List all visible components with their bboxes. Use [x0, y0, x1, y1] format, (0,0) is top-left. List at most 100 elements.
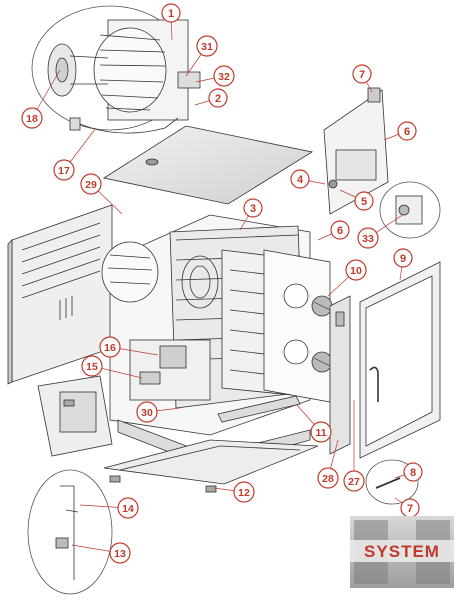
callout-circle-8	[403, 462, 423, 482]
callout-circle-4	[290, 169, 310, 189]
callout-28: 28	[317, 467, 339, 489]
callout-circle-32	[213, 65, 235, 87]
callout-circle-5	[354, 191, 374, 211]
callout-8: 8	[403, 462, 423, 482]
callout-label-5: 5	[361, 196, 367, 208]
small-part-detail	[365, 459, 419, 505]
hinge-bracket-top	[323, 87, 389, 215]
callout-9: 9	[393, 248, 413, 268]
callout-label-27: 27	[348, 476, 360, 488]
callout-label-6a: 6	[404, 126, 410, 138]
sensor-detail	[27, 469, 113, 595]
callout-1: 1	[161, 3, 181, 23]
callout-circle-29	[80, 173, 102, 195]
callout-label-32: 32	[218, 71, 230, 83]
fan-middle	[101, 241, 219, 309]
callout-label-7b: 7	[407, 503, 413, 515]
callout-circle-18	[21, 107, 43, 129]
callout-3: 3	[243, 198, 263, 218]
left-side-panel	[7, 204, 113, 385]
callout-label-10: 10	[350, 265, 362, 277]
callout-circle-10	[345, 259, 367, 281]
control-board	[37, 375, 113, 457]
callout-29: 29	[80, 173, 102, 195]
callout-circle-14	[117, 497, 139, 519]
callout-circle-12	[233, 481, 255, 503]
callout-label-8: 8	[410, 467, 416, 479]
callout-circle-15	[81, 355, 103, 377]
callout-label-7a: 7	[359, 69, 365, 81]
callout-label-18: 18	[26, 113, 38, 125]
callout-label-9: 9	[400, 253, 406, 265]
callout-circle-16	[99, 336, 121, 358]
callout-2: 2	[208, 88, 228, 108]
system-logo-icon: SYSTEM	[350, 516, 454, 588]
callout-circle-13	[109, 542, 131, 564]
callout-circle-28	[317, 467, 339, 489]
callout-label-2: 2	[215, 93, 221, 105]
callout-15: 15	[81, 355, 103, 377]
callout-circle-6b	[330, 220, 350, 240]
callout-circle-7a	[352, 64, 372, 84]
callout-7b: 7	[400, 498, 420, 518]
drip-channel	[217, 395, 301, 423]
callout-label-3: 3	[250, 203, 256, 215]
callout-circle-6a	[397, 121, 417, 141]
callout-label-29: 29	[85, 179, 97, 191]
callout-label-6b: 6	[337, 225, 343, 237]
top-cover-plate	[102, 125, 314, 205]
callout-label-28: 28	[322, 473, 334, 485]
callout-33: 33	[357, 227, 379, 249]
callout-circle-2	[208, 88, 228, 108]
callout-7a: 7	[352, 64, 372, 84]
callout-16: 16	[99, 336, 121, 358]
callout-circle-31	[196, 35, 218, 57]
glass-door	[359, 261, 441, 459]
callout-label-1: 1	[168, 8, 174, 20]
fan-motor-detail	[31, 5, 201, 134]
callout-label-33: 33	[362, 233, 374, 245]
callout-11: 11	[310, 421, 332, 443]
callout-circle-11	[310, 421, 332, 443]
callout-circle-1	[161, 3, 181, 23]
callout-circle-17	[53, 159, 75, 181]
callout-13: 13	[109, 542, 131, 564]
callout-10: 10	[345, 259, 367, 281]
callout-circle-3	[243, 198, 263, 218]
callout-label-12: 12	[238, 487, 250, 499]
callout-14: 14	[117, 497, 139, 519]
line-art	[7, 5, 441, 595]
callout-label-17: 17	[58, 165, 70, 177]
callout-5: 5	[354, 191, 374, 211]
callout-label-13: 13	[114, 548, 126, 560]
callout-27: 27	[343, 470, 365, 492]
callout-12: 12	[233, 481, 255, 503]
callout-circle-33	[357, 227, 379, 249]
callout-label-15: 15	[86, 361, 98, 373]
callout-32: 32	[213, 65, 235, 87]
callout-label-4: 4	[297, 174, 304, 186]
callout-label-30: 30	[141, 407, 153, 419]
callout-6b: 6	[330, 220, 350, 240]
inner-door-panel	[263, 249, 331, 403]
callout-group: 1234566778910111213141516171827282930313…	[21, 3, 423, 564]
door-frame-strip	[329, 295, 351, 455]
callout-label-11: 11	[315, 427, 326, 439]
logo-wordmark: SYSTEM	[364, 542, 440, 561]
callout-4: 4	[290, 169, 310, 189]
callout-17: 17	[53, 159, 75, 181]
base-tray	[103, 439, 319, 493]
system-logo: SYSTEM	[350, 516, 454, 588]
callout-6a: 6	[397, 121, 417, 141]
callout-30: 30	[136, 401, 158, 423]
callout-circle-9	[393, 248, 413, 268]
callout-18: 18	[21, 107, 43, 129]
hinge-detail	[379, 181, 441, 239]
callout-label-31: 31	[201, 41, 213, 53]
callout-31: 31	[196, 35, 218, 57]
callout-label-14: 14	[122, 503, 134, 515]
callout-circle-30	[136, 401, 158, 423]
callout-label-16: 16	[104, 342, 116, 354]
